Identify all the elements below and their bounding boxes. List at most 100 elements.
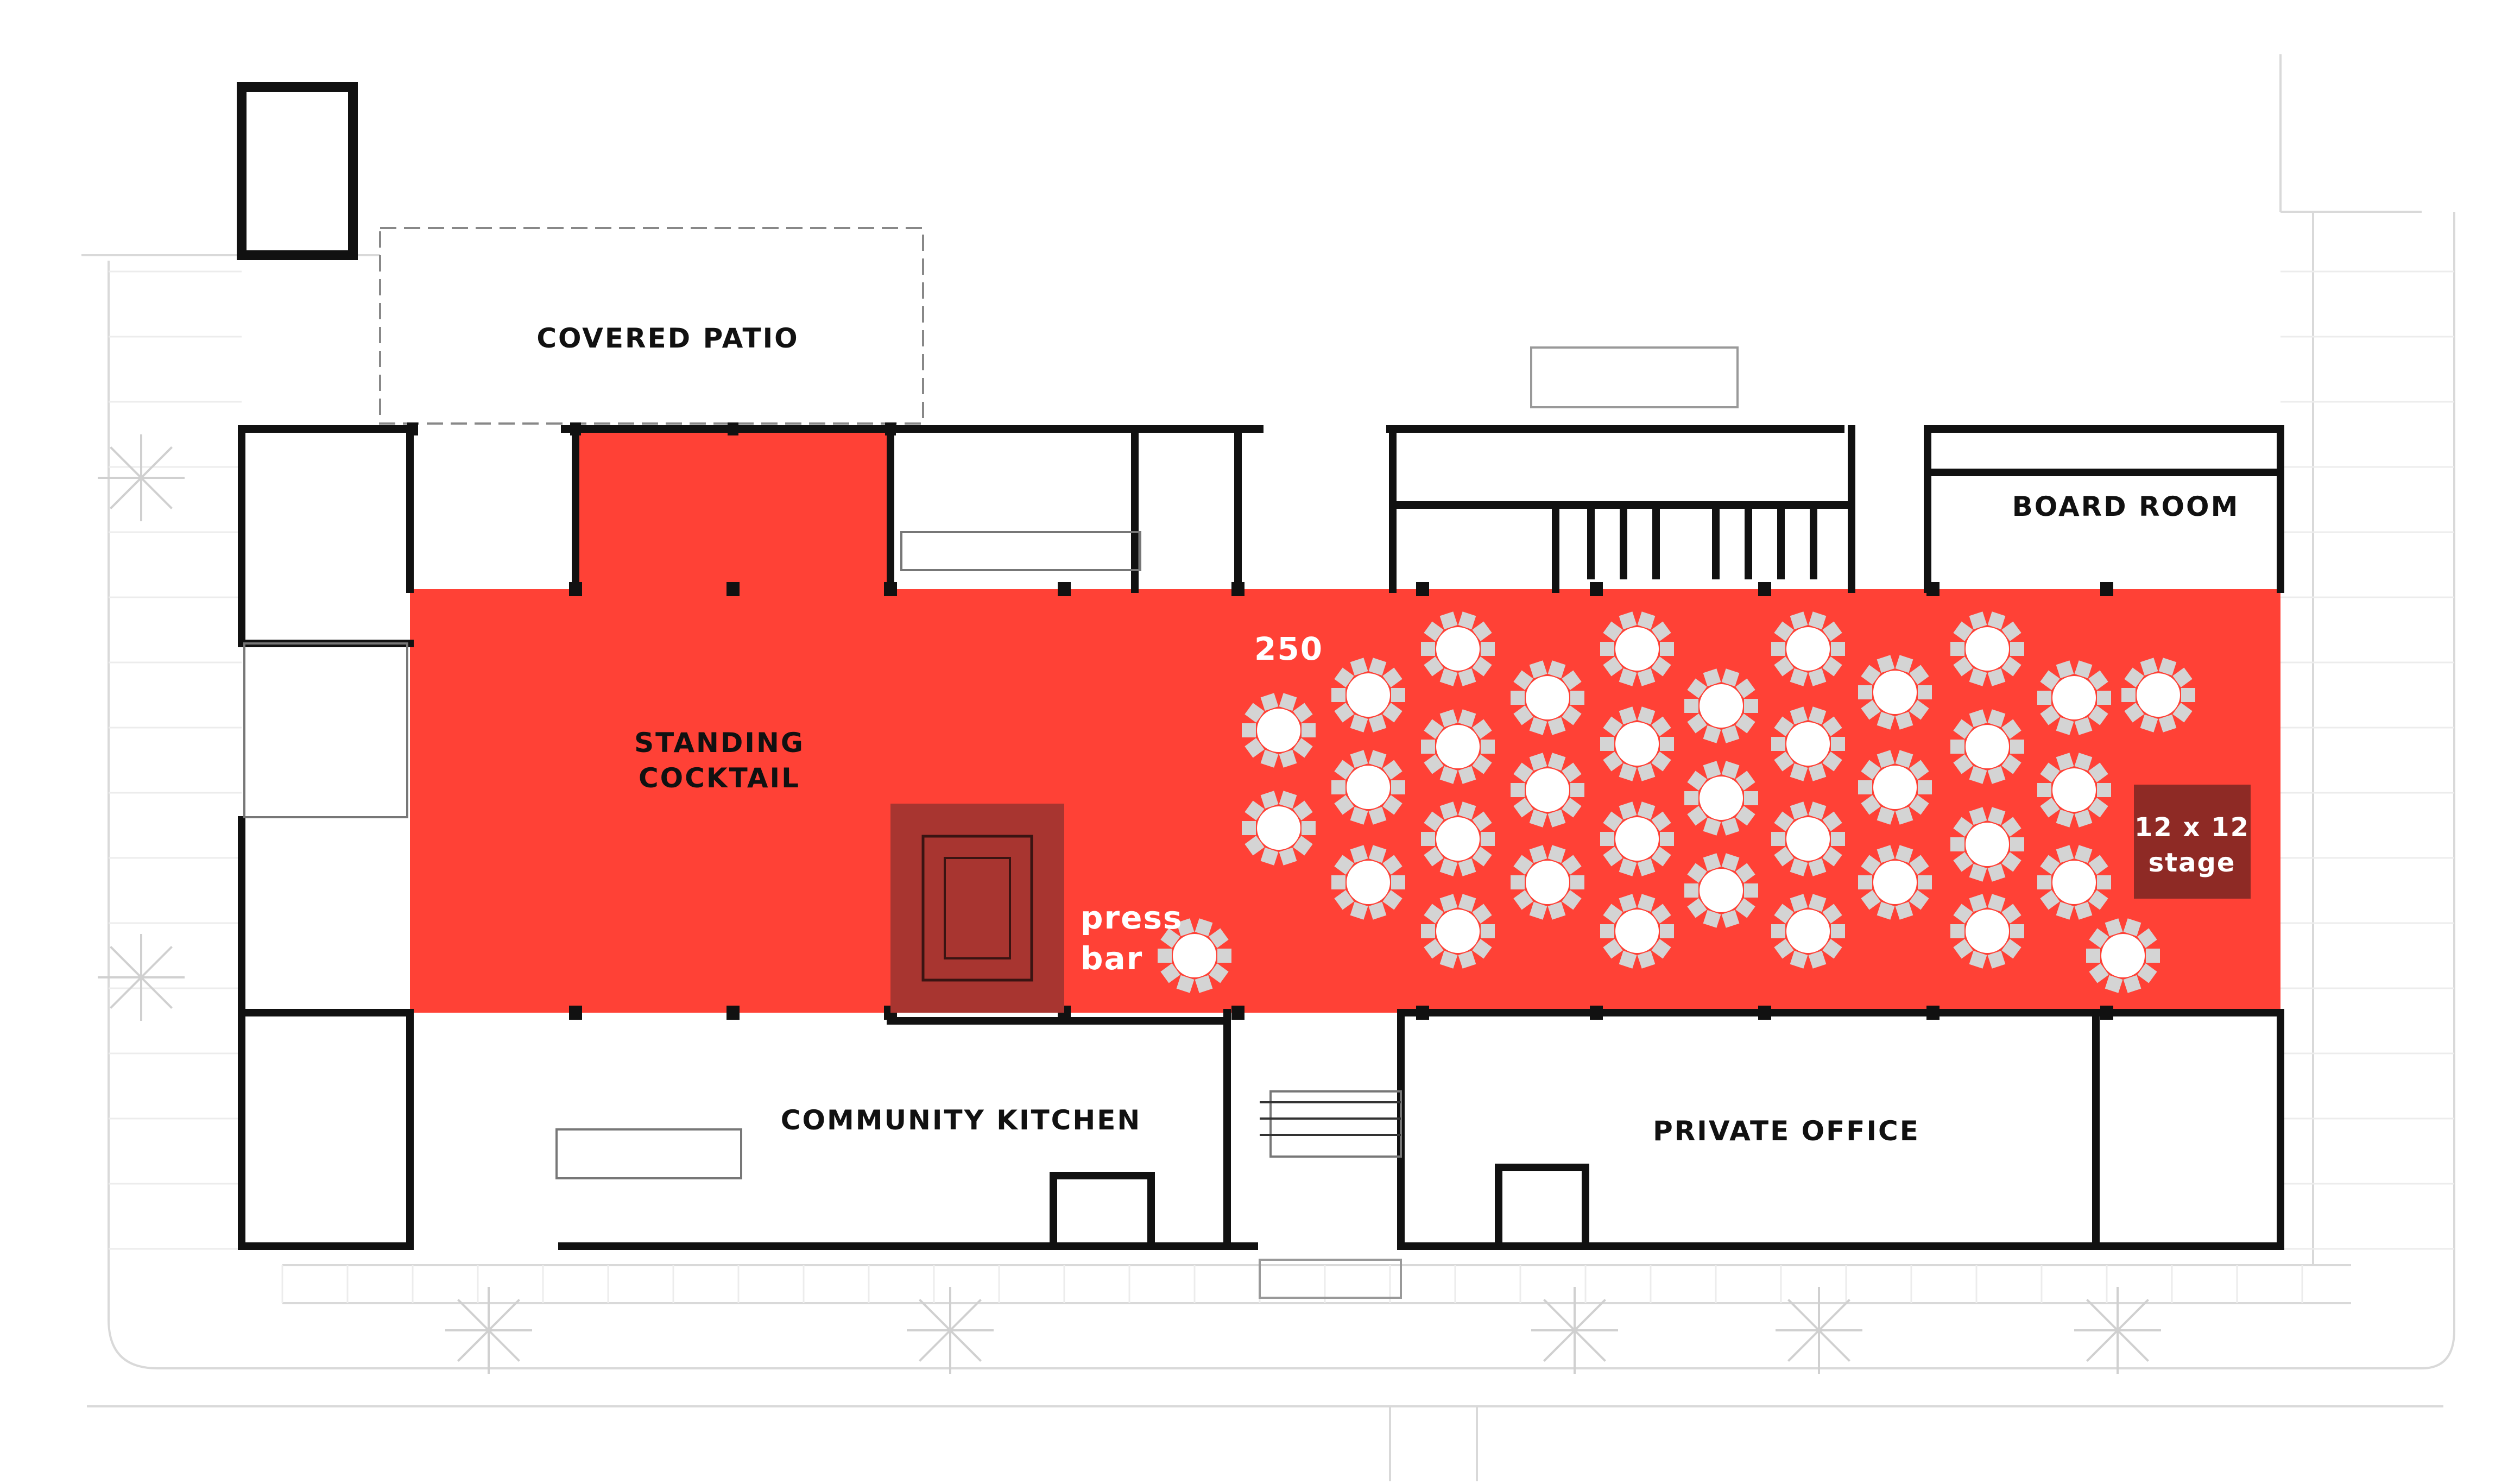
- chair: [1472, 621, 1492, 641]
- chair: [1703, 761, 1721, 779]
- chair: [1735, 863, 1755, 883]
- chair: [1651, 847, 1671, 867]
- chair: [1684, 883, 1698, 898]
- chair: [1877, 711, 1895, 730]
- chair: [1895, 901, 1913, 920]
- round-table: [1421, 709, 1495, 784]
- chair: [1242, 821, 1256, 835]
- table-top: [1173, 934, 1216, 977]
- chair: [1651, 811, 1671, 831]
- round-table: [1684, 761, 1758, 836]
- chair: [1651, 939, 1671, 959]
- column: [727, 582, 740, 596]
- chair: [1969, 766, 1987, 784]
- chair: [2086, 949, 2100, 963]
- chair: [1529, 753, 1547, 771]
- chair: [1603, 621, 1623, 641]
- chair: [1774, 656, 1794, 677]
- chair: [1703, 668, 1721, 687]
- round-table: [1600, 611, 1674, 686]
- round-table: [2037, 753, 2111, 828]
- chair: [1969, 807, 1987, 825]
- chair: [1735, 806, 1755, 826]
- round-table: [1242, 791, 1316, 866]
- round-table: [2037, 845, 2111, 920]
- table-top: [1257, 709, 1300, 752]
- chair: [1703, 725, 1721, 743]
- chair: [1774, 904, 1794, 924]
- chair: [2010, 642, 2024, 656]
- chair: [1744, 883, 1758, 898]
- chair: [1637, 858, 1656, 876]
- chair: [1603, 939, 1623, 959]
- column: [1758, 1006, 1771, 1020]
- chair: [1511, 875, 1525, 889]
- chair: [2088, 855, 2108, 875]
- chair: [1721, 817, 1740, 836]
- chair: [1987, 709, 2006, 728]
- column: [1926, 582, 1940, 596]
- chair: [1391, 875, 1405, 889]
- chair: [1619, 763, 1637, 781]
- chair: [1619, 706, 1637, 725]
- chair: [1458, 611, 1476, 630]
- chair: [1209, 963, 1229, 983]
- chair: [1790, 668, 1808, 686]
- chair: [1822, 811, 1842, 831]
- chair: [1895, 655, 1913, 673]
- chair: [1858, 780, 1872, 794]
- chair: [1969, 950, 1987, 969]
- chair: [2121, 688, 2136, 702]
- chair: [1279, 693, 1297, 711]
- chair: [1260, 847, 1279, 866]
- chair: [1660, 737, 1674, 751]
- chair: [1637, 668, 1656, 686]
- chair: [1279, 791, 1297, 809]
- chair: [1619, 801, 1637, 820]
- chair: [1822, 752, 1842, 772]
- chair: [1350, 658, 1368, 676]
- chair: [2172, 703, 2193, 723]
- chair: [1439, 950, 1458, 969]
- round-table: [1950, 894, 2024, 969]
- chair: [1877, 750, 1895, 768]
- column: [1058, 582, 1071, 596]
- chair: [1382, 703, 1403, 723]
- table-top: [1786, 627, 1830, 671]
- chair: [1619, 611, 1637, 630]
- chair: [1790, 801, 1808, 820]
- chair: [1439, 766, 1458, 784]
- table-top: [1615, 627, 1659, 671]
- column: [1416, 582, 1429, 596]
- chair: [1744, 791, 1758, 805]
- table-top: [1526, 861, 1569, 904]
- chair: [2097, 691, 2111, 705]
- column: [1231, 1006, 1244, 1020]
- chair: [2088, 890, 2108, 910]
- chair: [2056, 753, 2074, 771]
- chair: [2105, 975, 2123, 993]
- chair: [1808, 706, 1827, 725]
- chair: [1331, 688, 1345, 702]
- chair: [1861, 700, 1881, 720]
- chair: [2140, 658, 2158, 676]
- chair: [1808, 668, 1827, 686]
- chair: [1472, 939, 1492, 959]
- chair: [1619, 858, 1637, 876]
- round-table: [1771, 706, 1845, 781]
- table-top: [2052, 768, 2096, 812]
- chair: [1771, 737, 1785, 751]
- chair: [2010, 740, 2024, 754]
- table-top: [1966, 910, 2009, 953]
- chair: [1637, 706, 1656, 725]
- chair: [1953, 939, 1973, 959]
- chair: [1302, 723, 1316, 737]
- chair: [2088, 670, 2108, 690]
- chair: [1969, 611, 1987, 630]
- chair: [1969, 709, 1987, 728]
- chair: [1774, 621, 1794, 641]
- round-table: [1600, 894, 1674, 969]
- table-top: [1436, 725, 1480, 768]
- table-top: [1786, 910, 1830, 953]
- chair: [1209, 928, 1229, 948]
